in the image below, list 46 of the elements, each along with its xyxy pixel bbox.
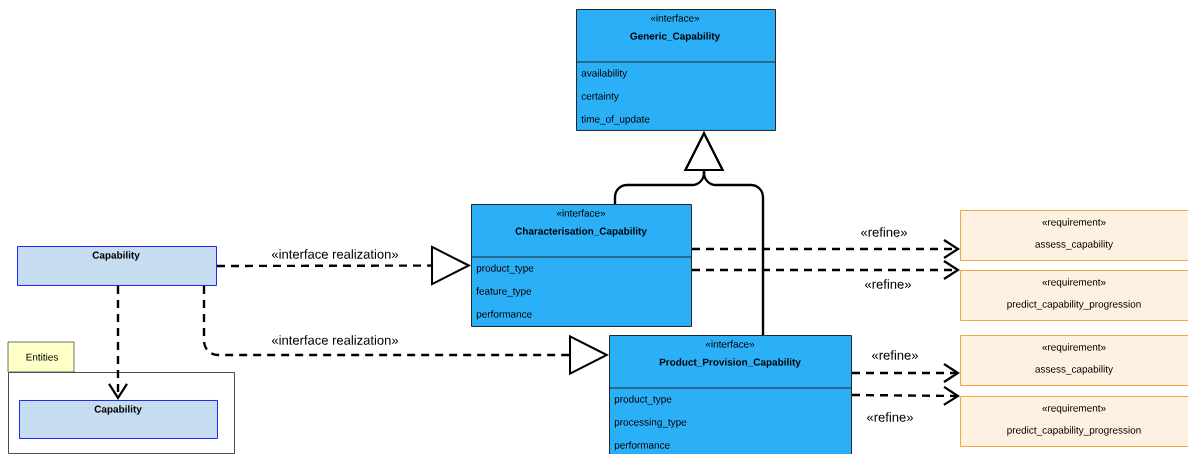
attribute-text: feature_type [476, 287, 532, 297]
edge-label: «refine» [859, 226, 909, 238]
interface-box [470, 204, 692, 327]
stereotype-label: «requirement» [1042, 278, 1106, 288]
edge-label: «refine» [870, 349, 920, 361]
requirement-name: predict_capability_progression [1007, 426, 1141, 436]
attribute-text: time_of_update [581, 115, 650, 125]
stereotype-label: «interface» [556, 209, 606, 217]
stereotype-label: «requirement» [1042, 218, 1106, 228]
requirement-name: predict_capability_progression [1007, 300, 1141, 310]
requirement-box [960, 396, 1188, 447]
interface-box [575, 9, 776, 131]
stereotype-label: «requirement» [1042, 404, 1106, 414]
requirement-box [960, 335, 1188, 386]
class-name: Capability [94, 405, 142, 415]
attribute-text: product_type [614, 395, 672, 405]
class-name: Capability [92, 251, 140, 261]
edge-label: «interface realization» [270, 334, 400, 346]
stereotype-label: «interface» [650, 14, 700, 22]
class-name: Product_Provision_Capability [659, 358, 801, 368]
dependency-arrow [852, 385, 960, 406]
tab-label: Entities [26, 353, 58, 361]
requirement-box [960, 270, 1188, 321]
edge-label: «refine» [865, 411, 915, 423]
requirement-name: assess_capability [1035, 240, 1113, 250]
dependency-arrow [108, 286, 128, 400]
attribute-text: performance [476, 310, 532, 320]
requirement-box [960, 210, 1188, 261]
attribute-text: product_type [476, 264, 534, 274]
class-box [19, 400, 218, 439]
class-name: Characterisation_Capability [515, 227, 647, 237]
attribute-text: processing_type [614, 418, 687, 428]
class-name: Generic_Capability [630, 32, 721, 42]
dependency-arrow [692, 239, 960, 259]
attribute-text: availability [581, 69, 628, 79]
edge-label: «interface realization» [270, 248, 400, 260]
dependency-arrow [852, 363, 960, 383]
interface-box [608, 335, 852, 454]
stereotype-label: «requirement» [1042, 343, 1106, 353]
attribute-text: performance [614, 441, 670, 451]
edge-label: «refine» [863, 278, 913, 290]
requirement-name: assess_capability [1035, 365, 1113, 375]
dependency-arrow [692, 260, 960, 280]
attribute-text: certainty [581, 92, 619, 102]
stereotype-label: «interface» [705, 340, 755, 348]
class-box [17, 246, 217, 286]
